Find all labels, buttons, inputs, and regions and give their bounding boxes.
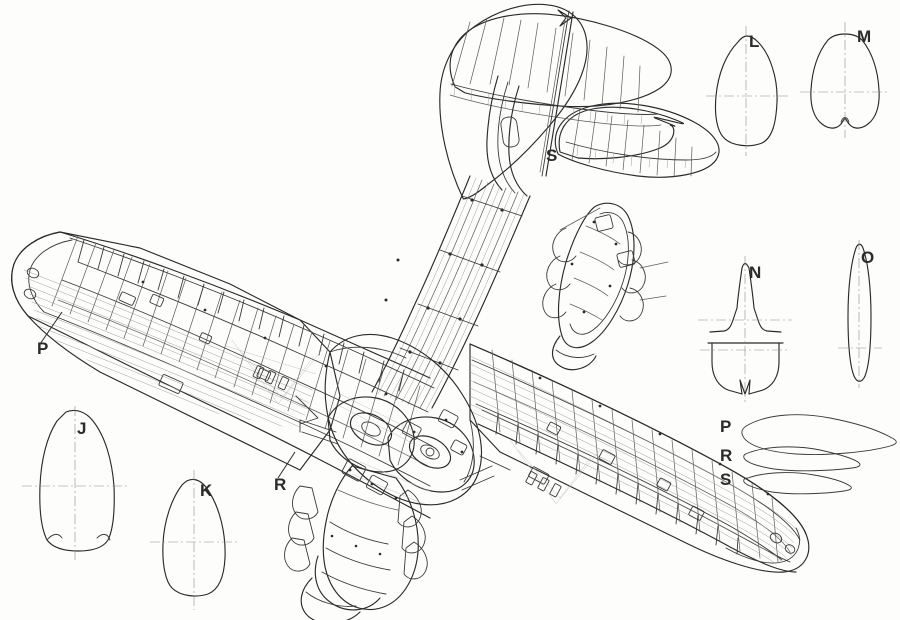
- section-M: [800, 22, 890, 138]
- section-K: [150, 470, 238, 610]
- cowling-detail-inset: [542, 202, 669, 371]
- callout-label-S: S: [546, 146, 558, 165]
- section-O: [838, 240, 882, 388]
- left-wing: [11, 231, 435, 519]
- airfoil-label-P: P: [720, 417, 732, 436]
- section-label-N: N: [749, 263, 762, 282]
- section-L: [706, 26, 790, 156]
- callout-label-R: R: [274, 475, 287, 494]
- section-J: [22, 406, 128, 560]
- right-wing: [469, 343, 810, 573]
- section-label-K: K: [200, 481, 213, 500]
- section-N: [698, 256, 792, 402]
- leader-P: [39, 311, 63, 345]
- section-label-L: L: [749, 32, 760, 51]
- airfoil-sections: [741, 414, 897, 495]
- section-label-M: M: [857, 27, 872, 46]
- section-label-J: J: [77, 419, 87, 438]
- airfoil-label-R: R: [720, 446, 733, 465]
- leader-R: [277, 451, 296, 479]
- callout-leaders: [39, 311, 296, 479]
- airfoil-label-S: S: [720, 470, 732, 489]
- centre-section-and-landing-gear: [284, 333, 511, 620]
- tailplane-assembly: [439, 3, 720, 200]
- section-label-O: O: [861, 248, 875, 267]
- callout-label-P: P: [37, 339, 49, 358]
